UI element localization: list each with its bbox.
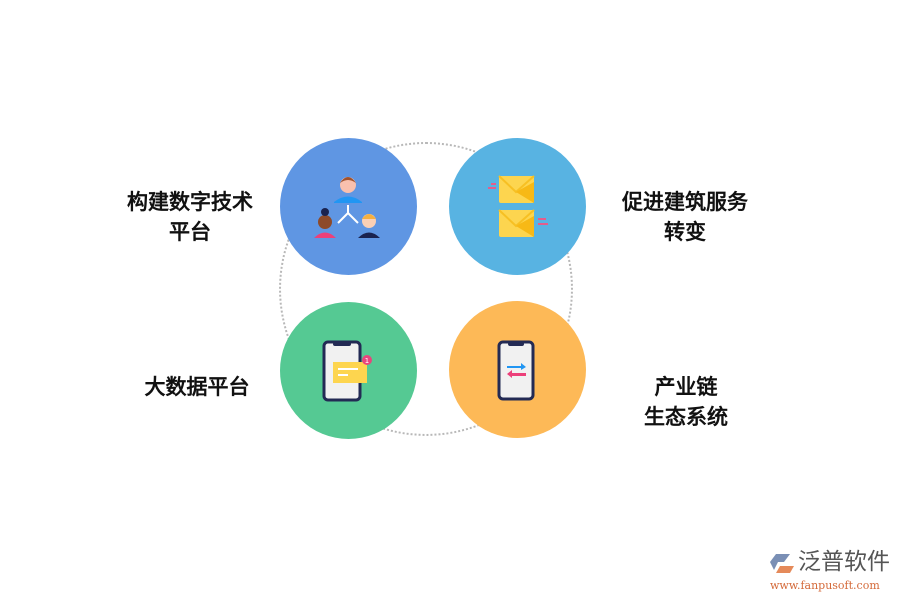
logo-url: www.fanpusoft.com	[770, 579, 880, 592]
label-big-data: 大数据平台	[144, 375, 250, 399]
logo-mark-icon	[770, 554, 794, 573]
phone-message-icon: 1	[322, 340, 372, 402]
fanpusoft-logo: 泛普软件 www.fanpusoft.com	[768, 550, 898, 596]
people-hierarchy-icon	[314, 177, 380, 238]
envelopes-icon	[488, 175, 548, 237]
label-industry-chain: 产业链 生态系统	[644, 375, 728, 429]
notification-badge: 1	[365, 357, 369, 365]
label-digital-platform: 构建数字技术 平台	[127, 190, 253, 244]
circle-service-transform	[449, 138, 586, 275]
dotted-ring	[279, 142, 573, 436]
label-service-transform: 促进建筑服务 转变	[622, 190, 748, 244]
phone-transfer-icon	[497, 340, 535, 401]
logo-name: 泛普软件	[798, 549, 890, 575]
